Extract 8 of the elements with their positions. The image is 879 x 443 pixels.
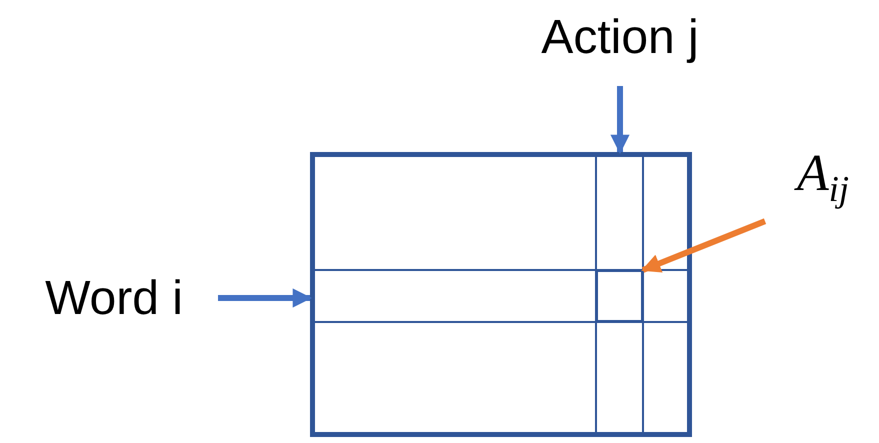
matrix-cell <box>596 270 643 322</box>
matrix-box <box>310 152 692 437</box>
arrow <box>218 288 312 308</box>
math-label: A$_{ij}$ <box>778 138 868 216</box>
axis-label: Action j <box>515 2 725 72</box>
arrow <box>610 86 630 154</box>
arrow <box>641 218 766 273</box>
axis-label: Word i <box>24 268 204 328</box>
